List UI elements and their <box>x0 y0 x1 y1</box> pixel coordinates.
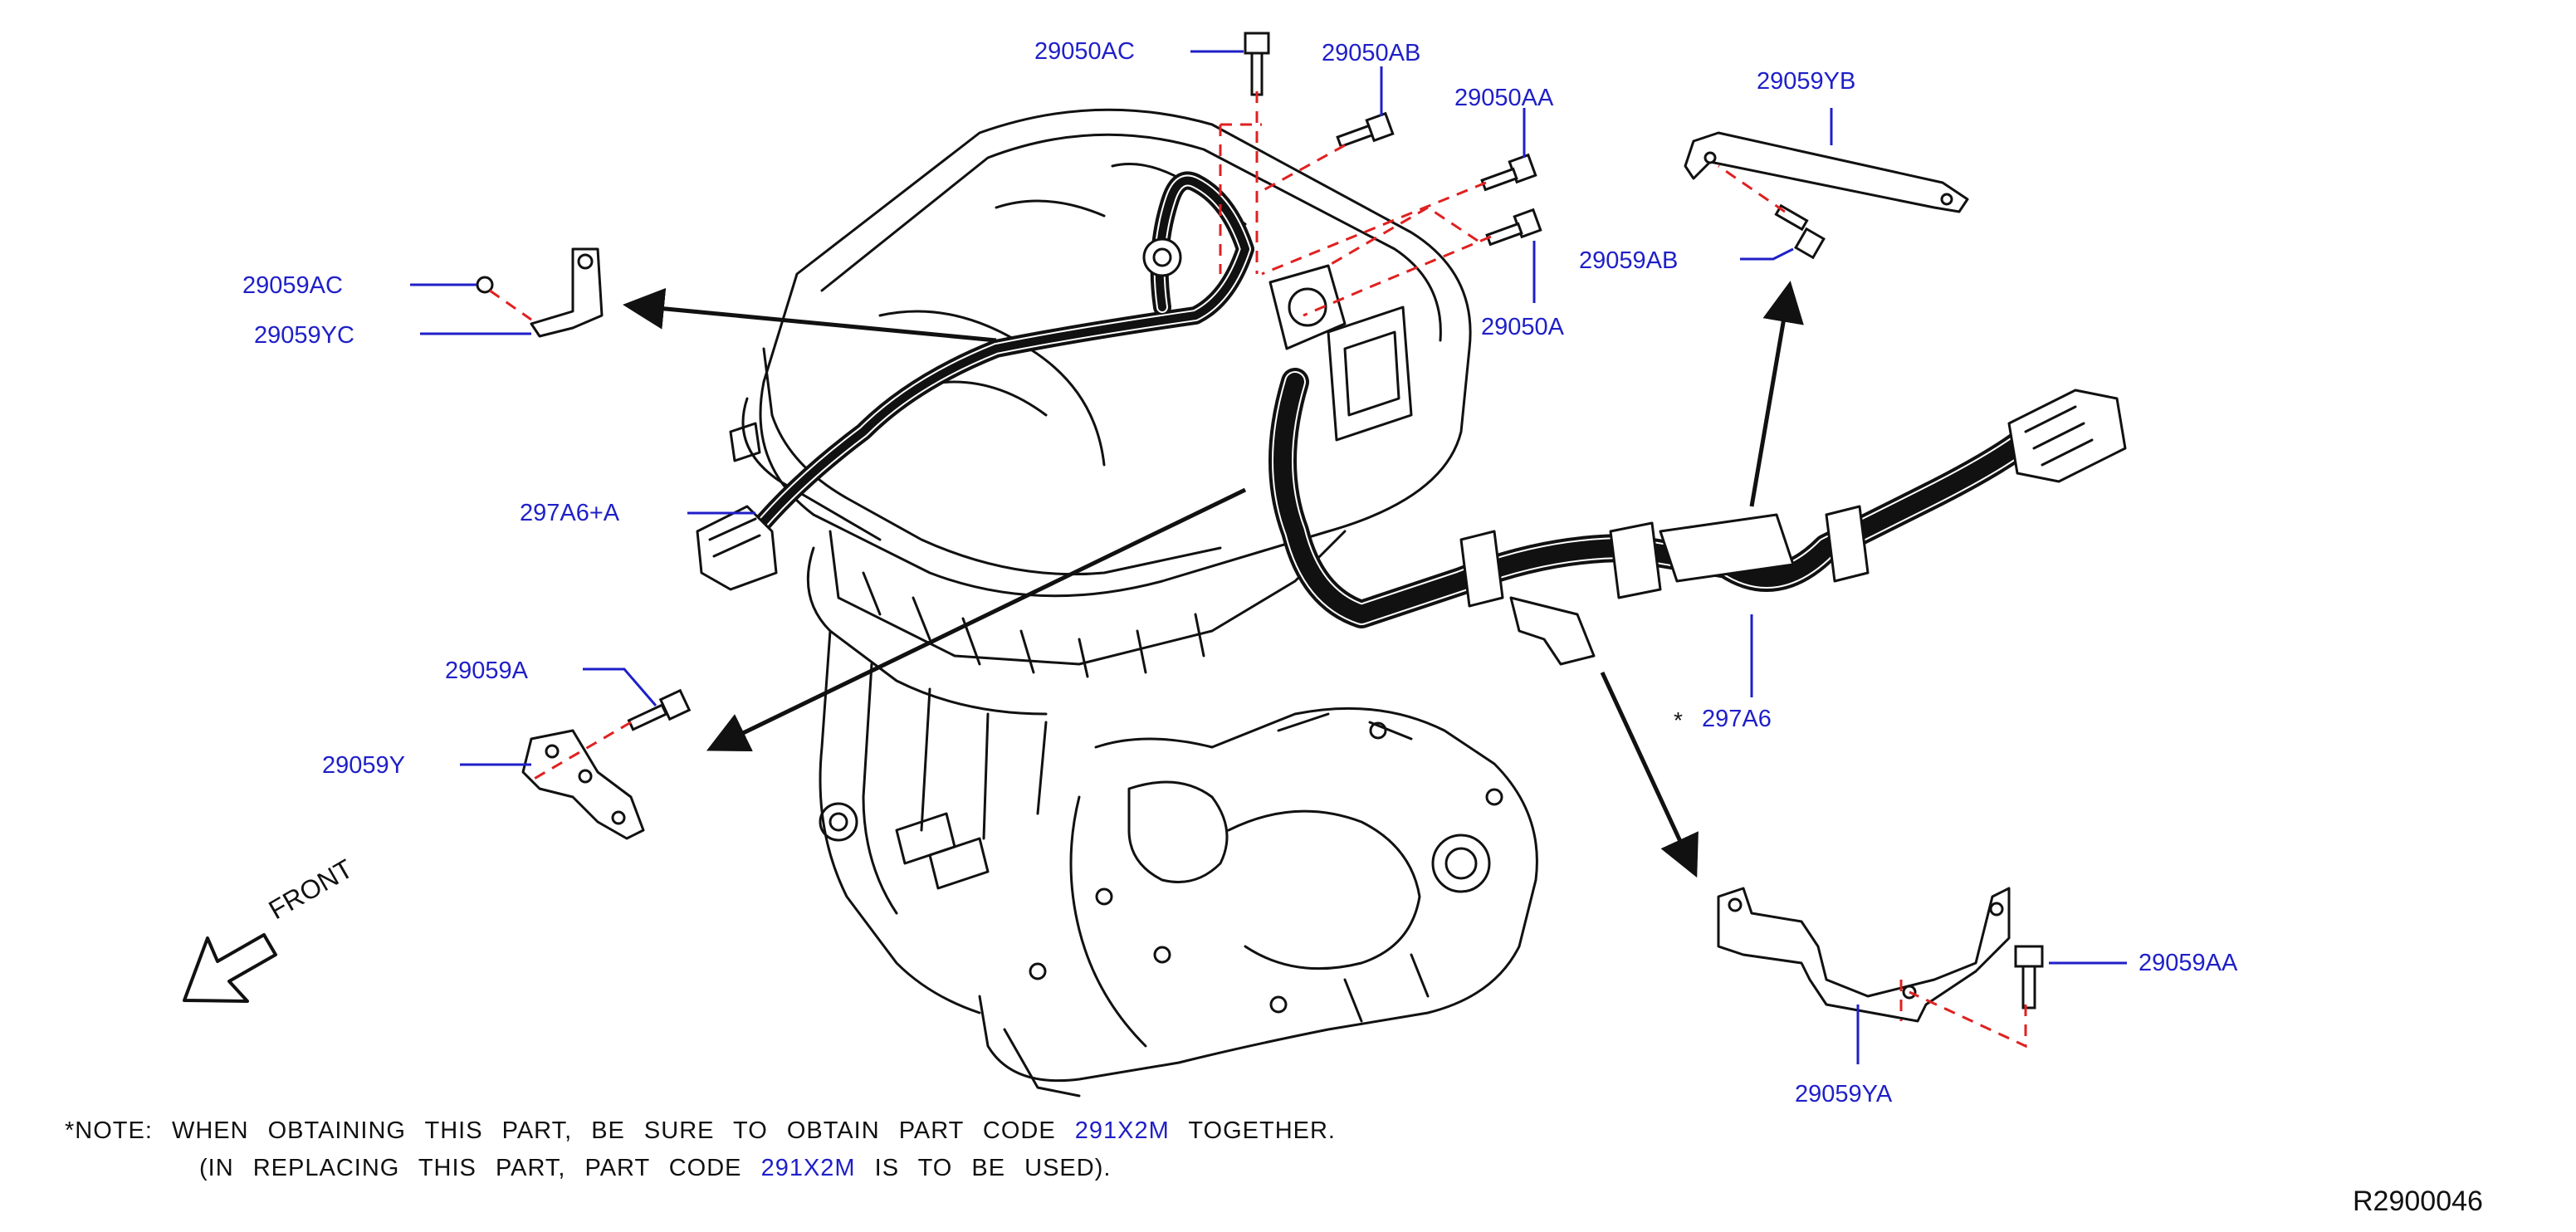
callout-29059A: 29059A <box>445 658 528 684</box>
bolt-29059AB <box>1774 203 1826 260</box>
callout-29059Y: 29059Y <box>322 752 405 779</box>
callout-29059AA: 29059AA <box>2139 950 2238 976</box>
note-line-1-text: *NOTE: WHEN OBTAINING THIS PART, BE SURE… <box>65 1117 1056 1144</box>
bolt-29050AB <box>1336 111 1395 149</box>
blue-leader-lines <box>410 50 2127 1064</box>
note-asterisk: * <box>1674 707 1683 733</box>
bolt-29059AA <box>2014 945 2044 1010</box>
note-line-2: (IN REPLACING THIS PART, PART CODE 291X2… <box>199 1156 1111 1181</box>
callout-29050AC: 29050AC <box>1034 38 1135 65</box>
callout-29059YA: 29059YA <box>1795 1081 1893 1107</box>
callout-29050A: 29050A <box>1481 314 1564 340</box>
diagram-reference-code: R2900046 <box>2353 1186 2483 1217</box>
note-line-1: *NOTE: WHEN OBTAINING THIS PART, BE SURE… <box>65 1119 1336 1143</box>
bolt-29050AC <box>1244 32 1270 96</box>
harness-297A6-A <box>696 171 1347 591</box>
callout-29059AC: 29059AC <box>242 272 343 299</box>
callout-297A6: 297A6 <box>1702 706 1772 732</box>
harness-297A6 <box>1268 368 2127 666</box>
bracket-29059YC <box>530 247 604 338</box>
note-line-1-code: 291X2M <box>1074 1117 1170 1144</box>
pointer-arrows <box>623 281 1804 878</box>
front-arrow-icon <box>183 933 277 1003</box>
red-dashed-leaders <box>489 91 2027 1049</box>
bolt-29059AC <box>476 276 494 294</box>
bolts <box>476 32 2044 1010</box>
bracket-29059YB <box>1684 131 1969 213</box>
callout-29059YC: 29059YC <box>254 322 354 349</box>
bolt-29059A <box>627 688 692 731</box>
engine-assembly <box>729 108 1538 1098</box>
note-line-1-suffix: TOGETHER. <box>1188 1117 1336 1144</box>
note-line-2-text: (IN REPLACING THIS PART, PART CODE <box>199 1155 742 1181</box>
bolt-29050A <box>1485 208 1542 247</box>
callout-297A6-A: 297A6+A <box>520 500 620 526</box>
note-line-2-suffix: IS TO BE USED). <box>874 1155 1112 1181</box>
callout-29050AB: 29050AB <box>1322 40 1421 66</box>
callout-29059YB: 29059YB <box>1757 68 1856 95</box>
bracket-29059YA <box>1717 887 2011 1023</box>
callout-29050AA: 29050AA <box>1454 85 1554 111</box>
bracket-29059Y <box>521 729 645 840</box>
callout-29059AB: 29059AB <box>1579 247 1679 274</box>
note-line-2-code: 291X2M <box>760 1155 856 1181</box>
bolt-29050AA <box>1480 153 1537 192</box>
